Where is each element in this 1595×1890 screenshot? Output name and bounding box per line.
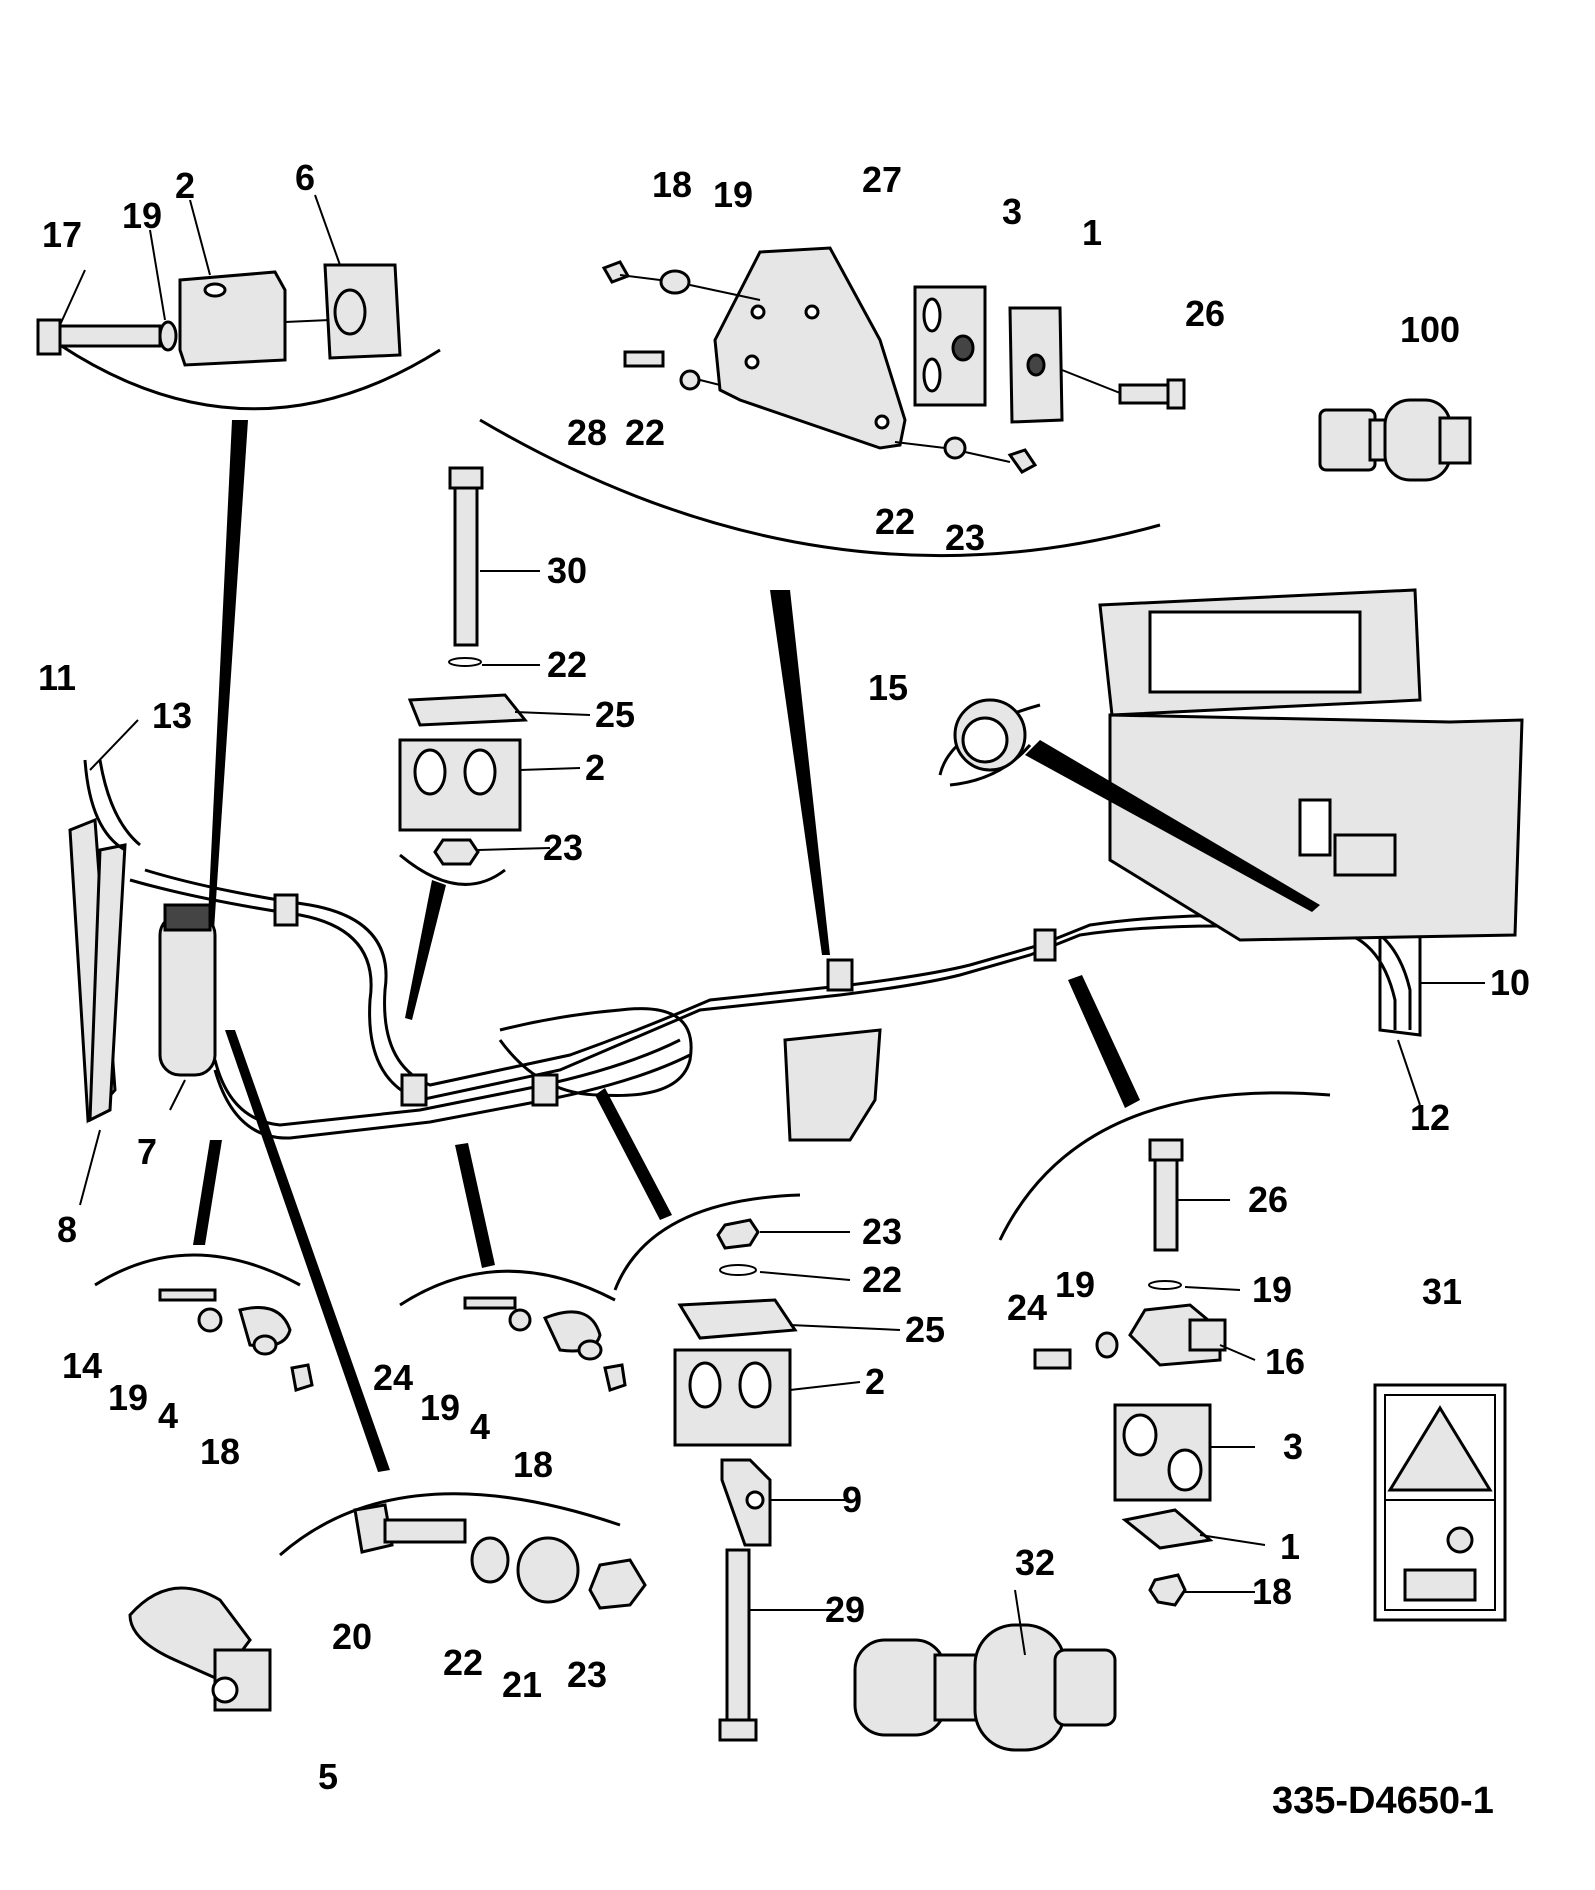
callout-15: 15 xyxy=(867,667,909,708)
callout-18: 18 xyxy=(512,1444,554,1485)
detail-clip-left xyxy=(94,1140,314,1392)
callout-23: 23 xyxy=(861,1211,903,1252)
callout-12: 12 xyxy=(1409,1097,1451,1138)
detail-clamp-stack-left xyxy=(398,466,529,1020)
control-panel xyxy=(938,588,1524,942)
callout-25: 25 xyxy=(594,694,636,735)
callout-3: 3 xyxy=(1001,191,1023,232)
callout-18: 18 xyxy=(199,1431,241,1472)
callout-16: 16 xyxy=(1264,1341,1306,1382)
detail-top-center xyxy=(479,246,1186,955)
pressure-switch-32 xyxy=(853,1623,1117,1752)
callout-4: 4 xyxy=(469,1406,491,1447)
callout-5: 5 xyxy=(317,1756,339,1797)
callout-23: 23 xyxy=(944,517,986,558)
callout-19: 19 xyxy=(1054,1264,1096,1305)
callout-19: 19 xyxy=(712,174,754,215)
callout-21: 21 xyxy=(501,1664,543,1705)
callout-100: 100 xyxy=(1399,309,1461,350)
callout-14: 14 xyxy=(61,1345,103,1386)
callout-31: 31 xyxy=(1421,1271,1463,1312)
detail-clamp-stack-center xyxy=(595,1088,801,1742)
callout-1: 1 xyxy=(1279,1526,1301,1567)
callout-22: 22 xyxy=(442,1642,484,1683)
leader-lines xyxy=(79,570,1485,1656)
callout-7: 7 xyxy=(136,1131,158,1172)
callout-27: 27 xyxy=(861,159,903,200)
detail-clip-center xyxy=(399,1143,627,1392)
callout-8: 8 xyxy=(56,1209,78,1250)
callout-2: 2 xyxy=(584,747,606,788)
callout-22: 22 xyxy=(546,644,588,685)
callout-19: 19 xyxy=(121,195,163,236)
callout-30: 30 xyxy=(546,550,588,591)
callout-19: 19 xyxy=(1251,1269,1293,1310)
drawing-number: 335-D4650-1 xyxy=(1272,1780,1494,1822)
pressure-switch-100 xyxy=(1318,398,1472,482)
callout-32: 32 xyxy=(1014,1542,1056,1583)
callout-10: 10 xyxy=(1489,962,1531,1003)
detail-top-left xyxy=(36,194,441,960)
callout-22: 22 xyxy=(861,1259,903,1300)
callout-25: 25 xyxy=(904,1309,946,1350)
callout-3: 3 xyxy=(1282,1426,1304,1467)
callout-2: 2 xyxy=(174,165,196,206)
callout-1: 1 xyxy=(1081,212,1103,253)
callout-29: 29 xyxy=(824,1589,866,1630)
callout-28: 28 xyxy=(566,412,608,453)
callout-18: 18 xyxy=(1251,1571,1293,1612)
callout-13: 13 xyxy=(151,695,193,736)
warning-decal-31 xyxy=(1373,1383,1507,1622)
callout-23: 23 xyxy=(542,827,584,868)
detail-bolt-bottom xyxy=(128,1030,647,1712)
callout-19: 19 xyxy=(419,1387,461,1428)
callout-22: 22 xyxy=(874,501,916,542)
callout-22: 22 xyxy=(624,412,666,453)
callout-26: 26 xyxy=(1184,293,1226,334)
callout-18: 18 xyxy=(651,164,693,205)
callout-17: 17 xyxy=(41,214,83,255)
callout-9: 9 xyxy=(841,1479,863,1520)
callout-11: 11 xyxy=(37,657,77,698)
condenser-assembly xyxy=(68,759,217,1124)
callout-19: 19 xyxy=(107,1377,149,1418)
callout-6: 6 xyxy=(294,157,316,198)
detail-clamp-stack-right xyxy=(998,975,1331,1607)
callout-23: 23 xyxy=(566,1654,608,1695)
callout-4: 4 xyxy=(157,1395,179,1436)
callout-26: 26 xyxy=(1247,1179,1289,1220)
callout-20: 20 xyxy=(331,1616,373,1657)
callout-2: 2 xyxy=(864,1361,886,1402)
callout-24: 24 xyxy=(1006,1287,1048,1328)
callout-24: 24 xyxy=(372,1357,414,1398)
